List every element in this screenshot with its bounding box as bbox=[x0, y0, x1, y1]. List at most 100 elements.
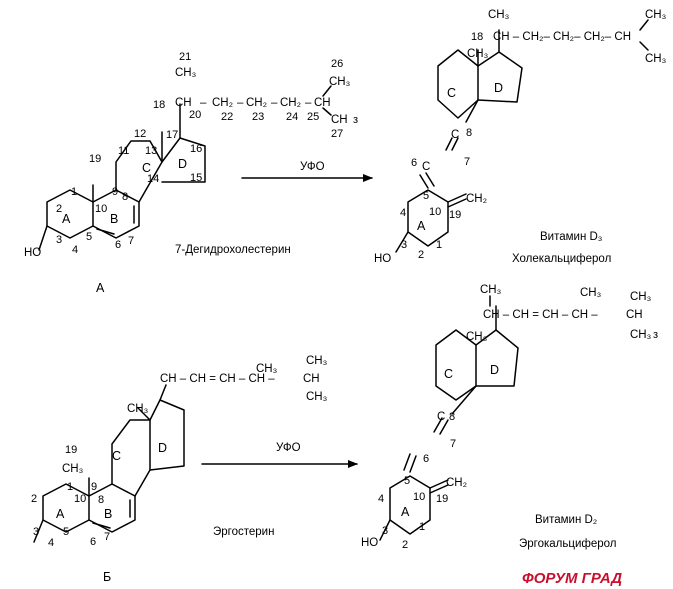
panel-label-a: А bbox=[96, 281, 105, 295]
chain-start-methyl-label: CH₃ bbox=[480, 284, 502, 296]
ring-a-label: A bbox=[56, 507, 65, 521]
carbon-19-label: 19 bbox=[436, 493, 448, 505]
chain-end-label: CH bbox=[303, 373, 320, 385]
carbon-7-label: 7 bbox=[104, 531, 110, 543]
bond-25-27 bbox=[322, 107, 332, 116]
c-atom-8: C bbox=[451, 129, 459, 141]
ring-b-double-bonds bbox=[92, 499, 131, 529]
dash-2: – bbox=[237, 97, 244, 109]
hydroxyl-label: HO bbox=[374, 253, 391, 265]
carbon-1-label: 1 bbox=[71, 186, 77, 198]
exocyclic-bond bbox=[465, 99, 479, 123]
hydroxyl-label: HO bbox=[24, 247, 41, 259]
carbon-2-label: 2 bbox=[402, 539, 408, 551]
chain-bond bbox=[159, 384, 167, 401]
carbon-12-label: 12 bbox=[134, 128, 146, 140]
carbon-20-label: 20 bbox=[189, 109, 201, 121]
ring-d-label: D bbox=[490, 363, 499, 377]
carbon-3-label: 3 bbox=[33, 526, 39, 538]
carbon-8-label: 8 bbox=[466, 127, 472, 139]
c6-c5-double-bond bbox=[403, 453, 417, 473]
hydroxyl-bond bbox=[33, 519, 44, 543]
ring-b-label: B bbox=[104, 507, 112, 521]
chain-end-top-label: CH₃ bbox=[630, 291, 652, 303]
carbon-14-label: 14 bbox=[147, 173, 159, 185]
carbon-19-label: 19 bbox=[65, 444, 77, 456]
carbon-5-label: 5 bbox=[63, 526, 69, 538]
panel-label-b: Б bbox=[103, 570, 111, 584]
carbon-16-label: 16 bbox=[190, 143, 202, 155]
uv-arrow-bottom: УФО bbox=[201, 442, 358, 468]
compound-name: Эргостерин bbox=[213, 526, 274, 538]
ring-a-bonds bbox=[42, 483, 90, 533]
chain-subscript: з bbox=[653, 329, 658, 341]
methyl-bonds bbox=[92, 131, 163, 203]
carbon-6-label: 6 bbox=[411, 157, 417, 169]
carbon-27-label: 27 bbox=[331, 128, 343, 140]
methylene-label: CH₂ bbox=[466, 193, 487, 205]
ring-b-label: B bbox=[110, 212, 118, 226]
chain-end-label: CH bbox=[626, 309, 643, 321]
ring-d-bonds bbox=[161, 137, 206, 183]
ch2-23-label: CH₂ bbox=[246, 97, 267, 109]
ring-d-label: D bbox=[494, 81, 503, 95]
carbon-4-label: 4 bbox=[400, 207, 406, 219]
subscript-3: з bbox=[353, 114, 358, 126]
carbon-10-label: 10 bbox=[429, 206, 441, 218]
carbon-9-label: 9 bbox=[91, 481, 97, 493]
ch-20-label: CH bbox=[175, 97, 192, 109]
chain-end-bonds bbox=[639, 19, 649, 51]
c-atom-8: C bbox=[437, 411, 445, 423]
methyl-19-label: CH₃ bbox=[62, 463, 84, 475]
exocyclic-methylene-bond bbox=[447, 193, 467, 208]
ring-a-label: A bbox=[62, 212, 71, 226]
carbon-1-label: 1 bbox=[419, 521, 425, 533]
hydroxyl-bond bbox=[395, 231, 409, 253]
carbon-13-label: 13 bbox=[145, 145, 157, 157]
carbon-22-label: 22 bbox=[221, 111, 233, 123]
ch-25-label: CH bbox=[314, 97, 331, 109]
carbon-6-label: 6 bbox=[90, 536, 96, 548]
product-name-line1: Витамин D₃ bbox=[540, 231, 603, 243]
ring-c-label: C bbox=[444, 367, 453, 381]
methyl-13-label: CH₃ bbox=[127, 403, 149, 415]
chain-text: CH – CH = CH – CH – bbox=[160, 373, 275, 385]
ring-d-bonds bbox=[477, 51, 523, 103]
methyl-13-bond bbox=[137, 407, 151, 421]
methyl-label: CH₃ bbox=[466, 331, 488, 343]
c6-c5-double-bond bbox=[419, 172, 435, 189]
vitamin-d3-structure: C C C D A 18 CH₃ 8 7 6 5 10 CH₂ 19 4 3 2… bbox=[374, 9, 667, 265]
carbon-9-label: 9 bbox=[112, 186, 118, 198]
ch3-21-label: CH₃ bbox=[175, 67, 197, 79]
product-name-line2: Эргокальциферол bbox=[519, 538, 617, 550]
carbon-1-label: 1 bbox=[67, 481, 73, 493]
carbon-25-label: 25 bbox=[307, 111, 319, 123]
compound-name: 7-Дегидрохолестерин bbox=[175, 244, 291, 256]
carbon-6-label: 6 bbox=[423, 453, 429, 465]
carbon-2-label: 2 bbox=[31, 493, 37, 505]
chain-end-bottom-label: CH₃ bbox=[645, 53, 667, 65]
carbon-7-label: 7 bbox=[464, 156, 470, 168]
arrow-label: УФО bbox=[300, 161, 325, 173]
dash-4: – bbox=[305, 97, 312, 109]
carbon-19-label: 19 bbox=[449, 209, 461, 221]
ring-b-bonds bbox=[88, 483, 136, 533]
chain-methyl-label: CH₃ bbox=[580, 287, 602, 299]
ring-a-label: A bbox=[417, 219, 426, 233]
ergosterol-structure: CH₃ A B C D 19 CH₃ 1 2 3 4 5 6 7 8 9 10 … bbox=[31, 355, 328, 584]
dash-3: – bbox=[271, 97, 278, 109]
carbon-17-label: 17 bbox=[166, 129, 178, 141]
carbon-4-label: 4 bbox=[48, 537, 54, 549]
ring-c-label: C bbox=[447, 86, 456, 100]
chain-end-bottom-label: CH₃ bbox=[306, 391, 328, 403]
carbon-7-label: 7 bbox=[128, 235, 134, 247]
chain-end-top-label: CH₃ bbox=[645, 9, 667, 21]
carbon-3-label: 3 bbox=[56, 234, 62, 246]
chain-methyl-label: CH₃ bbox=[488, 9, 510, 21]
carbon-2-label: 2 bbox=[418, 249, 424, 261]
dehydrocholesterol-structure: HO A B C D 19 18 1 2 3 4 5 6 7 8 9 10 11… bbox=[24, 51, 358, 295]
carbon-4-label: 4 bbox=[378, 493, 384, 505]
ring-c-bonds bbox=[115, 140, 163, 203]
chain-end-top-label: CH₃ bbox=[306, 355, 328, 367]
ch2-24-label: CH₂ bbox=[280, 97, 301, 109]
